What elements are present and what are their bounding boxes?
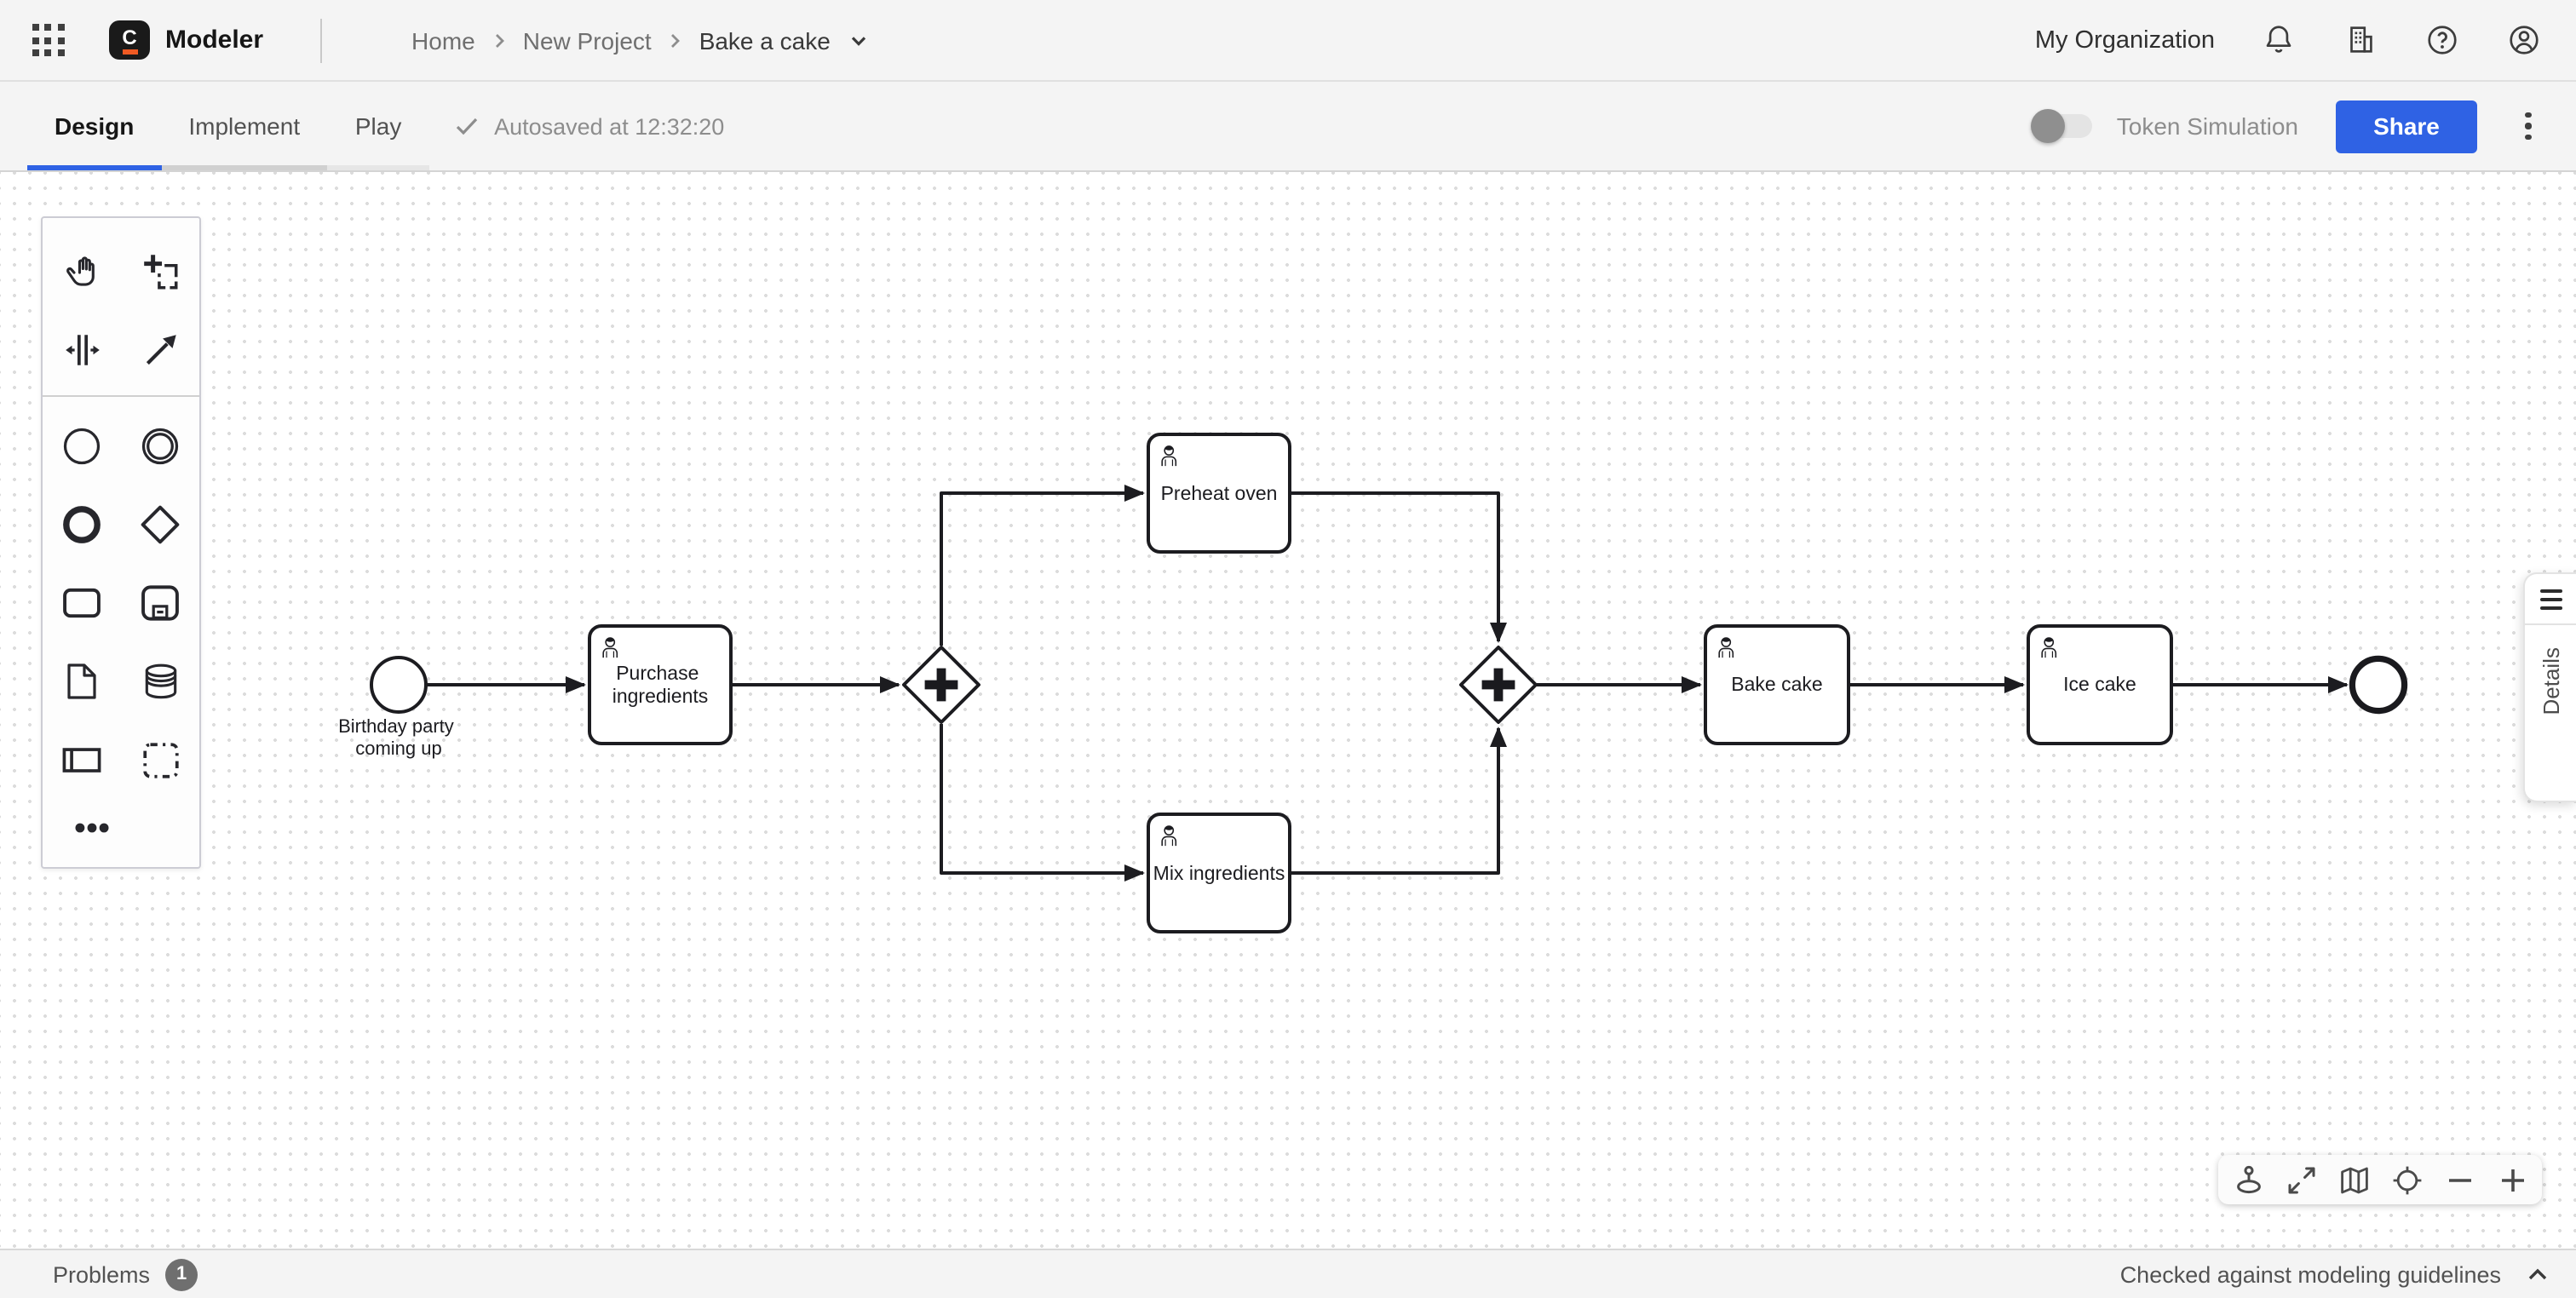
task-preheat-oven[interactable]: Preheat oven [1147,433,1291,554]
grid-dots [32,24,64,56]
bpmn-diagram: Birthday party coming up Purchase ingred… [338,433,2408,933]
chevron-up-icon[interactable] [2518,1255,2556,1293]
breadcrumb-home[interactable]: Home [411,26,475,54]
hand-tool-icon[interactable] [46,232,118,310]
create-intermediate-event-icon[interactable] [124,407,196,485]
share-button[interactable]: Share [2336,100,2477,152]
chevron-right-icon [665,30,686,50]
breadcrumb-diagram-name[interactable]: Bake a cake [699,26,831,54]
svg-text:Ice cake: Ice cake [2063,673,2136,695]
logo-orange-bar [122,49,137,54]
chevron-right-icon [489,30,509,50]
parallel-gateway-split[interactable] [902,646,980,724]
svg-text:Preheat oven: Preheat oven [1161,482,1278,504]
create-end-event-icon[interactable] [46,485,118,564]
camunda-logo: C [109,20,150,60]
overflow-menu-icon[interactable] [2508,101,2549,152]
create-gateway-icon[interactable] [124,485,196,564]
tab-bar-right: Token Simulation Share [2031,82,2549,170]
space-tool-icon[interactable] [46,310,118,388]
task-purchase-ingredients[interactable]: Purchase ingredients [588,624,733,745]
diagram-canvas[interactable]: Birthday party coming up Purchase ingred… [0,172,2576,1249]
notifications-bell-icon[interactable] [2252,14,2303,66]
problems-count-badge: 1 [165,1258,198,1290]
sequence-flow[interactable] [940,724,1145,882]
task-mix-ingredients[interactable]: Mix ingredients [1147,813,1291,933]
divider [319,18,322,62]
tab-design[interactable]: Design [27,82,161,170]
organization-building-icon[interactable] [2334,14,2385,66]
diagram-name-dropdown-icon[interactable] [848,28,871,52]
profile-icon[interactable] [2498,14,2549,66]
toggle-knob [2031,109,2066,143]
top-bar-right: My Organization [2035,14,2549,66]
sequence-flow[interactable] [1291,491,1507,643]
properties-menu-icon [2539,589,2562,611]
start-event[interactable]: Birthday party coming up [338,656,459,759]
status-bar-right: Checked against modeling guidelines [2120,1255,2556,1293]
create-group-icon[interactable] [124,721,196,799]
app-switcher-icon[interactable] [24,16,72,64]
create-participant-icon[interactable] [46,721,118,799]
token-simulation-toggle[interactable] [2031,109,2093,143]
divider [2525,623,2576,626]
guideline-status-text: Checked against modeling guidelines [2119,1261,2501,1287]
token-simulation-label: Token Simulation [2116,112,2298,140]
breadcrumb: Home New Project Bake a cake [411,26,871,54]
svg-text:Mix ingredients: Mix ingredients [1153,862,1285,884]
global-connect-tool-icon[interactable] [124,310,196,388]
problems-button[interactable]: Problems 1 [53,1258,198,1290]
lasso-tool-icon[interactable] [124,232,196,310]
details-panel-tab[interactable]: Details [2523,572,2576,802]
svg-text:Bake cake: Bake cake [1731,673,1822,695]
mode-tab-bar: Design Implement Play Autosaved at 12:32… [0,82,2576,172]
fit-viewport-icon[interactable] [2274,1155,2327,1204]
minimap-icon[interactable] [2327,1155,2380,1204]
tab-implement[interactable]: Implement [161,82,328,170]
zoom-out-icon[interactable] [2433,1155,2486,1204]
breadcrumb-project[interactable]: New Project [522,26,652,54]
autosave-text: Autosaved at 12:32:20 [494,113,725,139]
top-bar: C Modeler Home New Project Bake a cake M… [0,0,2576,82]
tab-play[interactable]: Play [327,82,430,170]
element-palette [41,216,201,869]
create-data-store-icon[interactable] [124,642,196,721]
task-ice-cake[interactable]: Ice cake [2027,624,2173,745]
sequence-flow[interactable] [1291,727,1507,875]
app-name: Modeler [165,26,264,55]
reset-view-target-icon[interactable] [2380,1155,2433,1204]
parallel-gateway-join[interactable] [1459,646,1538,724]
task-bake-cake[interactable]: Bake cake [1704,624,1850,745]
create-task-icon[interactable] [46,564,118,642]
canvas-controls [2218,1155,2542,1204]
palette-divider [43,395,199,397]
problems-label: Problems [53,1261,151,1287]
autosave-status: Autosaved at 12:32:20 [453,82,724,170]
zoom-in-icon[interactable] [2486,1155,2539,1204]
status-bar: Problems 1 Checked against modeling guid… [0,1249,2576,1298]
help-icon[interactable] [2416,14,2467,66]
svg-text:Birthday party comin: Birthday party coming up [338,715,459,759]
create-start-event-icon[interactable] [46,407,118,485]
joystick-icon[interactable] [2222,1155,2274,1204]
checkmark-icon [456,118,478,135]
sequence-flow[interactable] [940,485,1145,646]
logo-letter: C [122,25,137,49]
end-event[interactable] [2349,655,2408,715]
create-data-object-icon[interactable] [46,642,118,721]
create-sub-process-icon[interactable] [124,564,196,642]
more-options-icon[interactable] [56,799,128,857]
details-label: Details [2538,647,2563,716]
svg-text:Purchase ingredients: Purchase ingredients [612,662,709,707]
organization-name[interactable]: My Organization [2034,26,2215,54]
